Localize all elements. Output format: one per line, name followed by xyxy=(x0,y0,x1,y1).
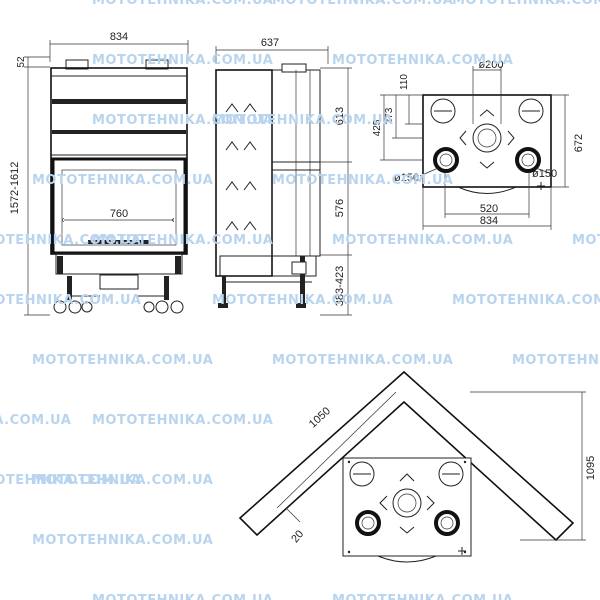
watermark: MOTOTEHNIKA.COM.UA xyxy=(92,113,273,128)
watermark: MOTOTEHNIKA.COM.UA xyxy=(212,113,393,128)
corner-view: 1050 1095 20 xyxy=(238,370,597,563)
front-glass-frame xyxy=(51,157,187,255)
watermark: MOTOTEHNIKA.COM.UA xyxy=(92,53,273,68)
top-inlet-right xyxy=(515,147,541,173)
top-corner-hole-left xyxy=(430,98,456,124)
side-depth-label: 637 xyxy=(261,37,279,49)
front-left-collar xyxy=(65,59,89,70)
top-offset-273-label: 273 xyxy=(384,107,395,124)
top-plate xyxy=(422,94,552,188)
watermark: MOTOTEHNIKA.COM.UA xyxy=(572,233,600,248)
top-offset-425-label: 425 xyxy=(372,119,383,136)
watermark: MOTOTEHNIKA.COM.UA xyxy=(0,233,141,248)
watermark: MOTOTEHNIKA.COM.UA xyxy=(512,353,600,368)
corner-gap-20-label: 20 xyxy=(289,528,306,545)
front-height-label: 1572-1612 xyxy=(9,162,21,215)
watermark: MOTOTEHNIKA.COM.UA xyxy=(92,233,273,248)
side-middle-label: 576 xyxy=(334,199,346,217)
watermark: MOTOTEHNIKA.COM.UA xyxy=(452,0,600,8)
corner-wall-1050-label: 1050 xyxy=(307,405,333,430)
watermark: MOTOTEHNIKA.COM.UA xyxy=(332,233,513,248)
corner-inlet-right xyxy=(434,510,460,536)
watermark: MOTOTEHNIKA.COM.UA xyxy=(92,413,273,428)
corner-inlet-left xyxy=(355,510,381,536)
corner-flue-outlet xyxy=(392,488,422,518)
front-view: 834 52 1572-1612 760 xyxy=(9,31,189,316)
corner-height-1095-label: 1095 xyxy=(585,456,597,480)
front-top-label: 52 xyxy=(16,56,27,68)
front-base xyxy=(55,253,183,275)
top-left-inlet-label: ø150 xyxy=(394,172,419,184)
watermark: MOTOTEHNIKA.COM.UA xyxy=(32,473,213,488)
front-opening-label: 760 xyxy=(110,208,128,220)
watermark: MOTOTEHNIKA.COM.UA xyxy=(332,593,513,600)
watermark: MOTOTEHNIKA.COM.UA xyxy=(0,293,141,308)
top-view: ø200 110 273 425 672 ø150 ø150 520 834 xyxy=(372,59,585,230)
top-flue-outlet xyxy=(472,123,502,153)
top-right-inlet-label: ø150 xyxy=(532,168,557,180)
front-width-label: 834 xyxy=(110,31,128,43)
top-outer-834-label: 834 xyxy=(480,215,498,227)
watermark: MOTOTEHNIKA.COM.UA xyxy=(452,293,600,308)
side-view: 637 613 576 383-423 xyxy=(215,37,352,316)
watermark: MOTOTEHNIKA.COM.UA xyxy=(0,413,71,428)
watermark: MOTOTEHNIKA.COM.UA xyxy=(32,353,213,368)
top-offset-110-label: 110 xyxy=(399,74,410,90)
side-feet-label: 383-423 xyxy=(334,266,346,306)
watermark: MOTOTEHNIKA.COM.UA xyxy=(272,353,453,368)
side-upper-label: 613 xyxy=(334,107,346,125)
front-right-collar xyxy=(145,59,169,70)
front-glass xyxy=(61,169,177,246)
watermark: MOTOTEHNIKA.COM.UA xyxy=(32,173,213,188)
watermark: MOTOTEHNIKA.COM.UA xyxy=(212,293,393,308)
top-depth-672-label: 672 xyxy=(573,134,585,152)
top-flue-label: ø200 xyxy=(478,59,503,71)
watermark: MOTOTEHNIKA.COM.UA xyxy=(272,0,453,8)
top-corner-hole-right xyxy=(518,98,544,124)
watermark: MOTOTEHNIKA.COM.UA xyxy=(0,473,141,488)
top-inlet-left xyxy=(433,147,459,173)
watermark: MOTOTEHNIKA.COM.UA xyxy=(272,173,453,188)
watermark: MOTOTEHNIKA.COM.UA xyxy=(332,53,513,68)
front-body xyxy=(50,67,188,255)
watermark: MOTOTEHNIKA.COM.UA xyxy=(32,533,213,548)
top-inner-520-label: 520 xyxy=(480,203,498,215)
watermark: MOTOTEHNIKA.COM.UA xyxy=(92,0,273,8)
watermark: MOTOTEHNIKA.COM.UA xyxy=(92,593,273,600)
